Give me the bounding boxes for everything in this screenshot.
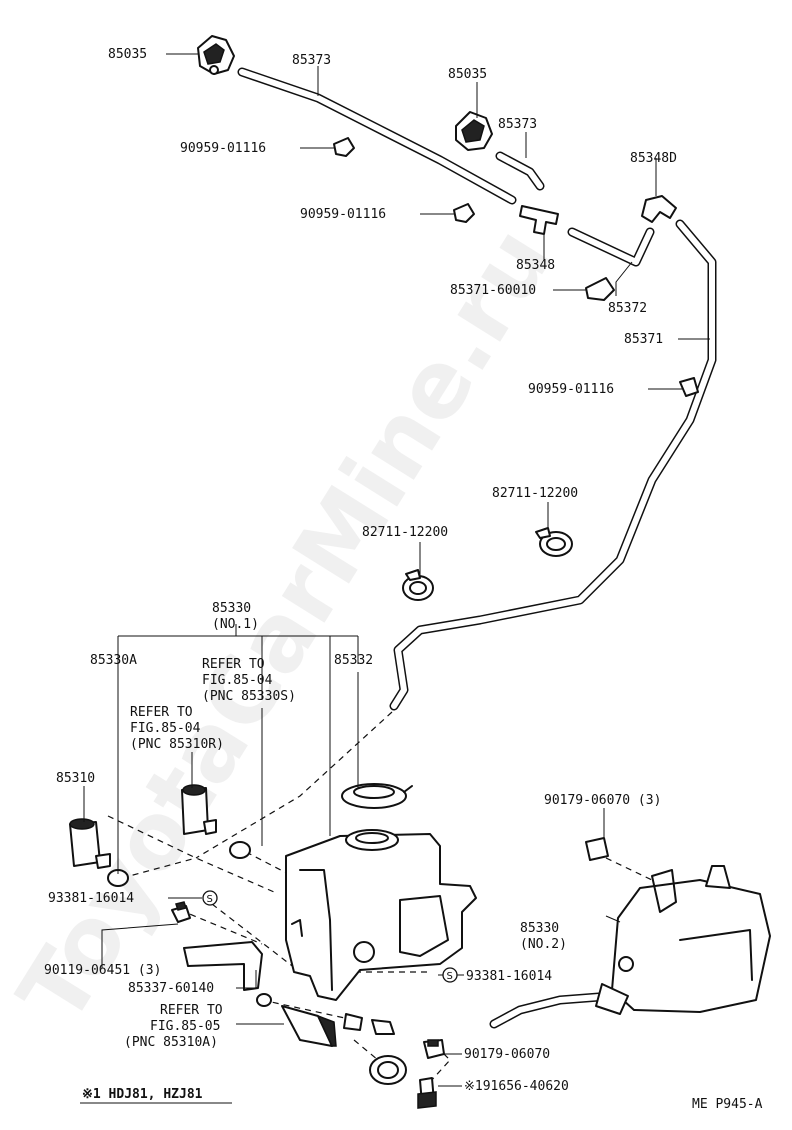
label-90179-a: 90179-06070 (3)	[544, 793, 661, 808]
label-85372: 85372	[608, 301, 647, 316]
pump-85310a	[256, 993, 337, 1047]
s-marker-b-text: S	[447, 971, 453, 982]
label-85373-short: 85373	[498, 117, 537, 132]
label-82711-lower: 82711-12200	[362, 525, 448, 540]
label-refer-85310a-3: (PNC 85310A)	[124, 1035, 218, 1050]
pump-85310r	[181, 784, 217, 835]
tank-85330-no1	[285, 829, 477, 1001]
leader-lines	[83, 53, 710, 1087]
label-85371: 85371	[624, 332, 663, 347]
label-90959-a: 90959-01116	[180, 141, 266, 156]
clip-90959-c	[679, 377, 699, 397]
label-85348d: 85348D	[630, 151, 677, 166]
label-refer-85310a-2: FIG.85-05	[150, 1019, 220, 1034]
label-85348: 85348	[516, 258, 555, 273]
label-91656: ※191656-40620	[464, 1079, 569, 1094]
label-refer-85310r-3: (PNC 85310R)	[130, 737, 224, 752]
nozzle-85035-left	[197, 35, 235, 75]
label-85332: 85332	[334, 653, 373, 668]
footnote-applicability: ※1 HDJ81, HZJ81	[82, 1087, 203, 1102]
s-marker-a-text: S	[207, 894, 213, 905]
label-85337: 85337-60140	[128, 981, 214, 996]
label-85373-long: 85373	[292, 53, 331, 68]
label-refer-85310a-1: REFER TO	[160, 1003, 223, 1018]
label-90119: 90119-06451 (3)	[44, 963, 161, 978]
clamp-ring-bottom	[369, 1055, 407, 1085]
label-85330-no2-sub: (NO.2)	[520, 937, 567, 952]
hose-85373-short	[495, 151, 545, 191]
grommet-90179-a	[585, 837, 609, 861]
clamp-82711-lower	[402, 569, 434, 601]
grommet-85330s	[229, 841, 251, 859]
clip-90959-a	[333, 137, 355, 157]
hose-clip-small	[343, 1013, 395, 1035]
label-90959-c: 90959-01116	[528, 382, 614, 397]
bolt-90119	[171, 901, 191, 923]
label-85330-no1: 85330	[212, 601, 251, 616]
nozzle-85035-right	[455, 111, 493, 151]
hose-elbow-no2	[489, 983, 629, 1029]
label-refer-85310r-2: FIG.85-04	[130, 721, 201, 736]
clip-90959-b	[453, 203, 475, 223]
label-93381-a: 93381-16014	[48, 891, 134, 906]
label-refer-85330s-3: (PNC 85330S)	[202, 689, 296, 704]
grommet-90179-b	[423, 1039, 445, 1059]
label-90179-b: 90179-06070	[464, 1047, 550, 1062]
cap-85332	[341, 783, 413, 809]
label-refer-85310r-1: REFER TO	[130, 705, 193, 720]
tank-85330-no2	[611, 865, 771, 1013]
label-85330a: 85330A	[90, 653, 137, 668]
s-marker-b: S	[442, 967, 458, 983]
joint-85348	[519, 205, 559, 235]
label-85035-right: 85035	[448, 67, 487, 82]
clamp-82711-upper	[535, 527, 573, 557]
label-85330-no2: 85330	[520, 921, 559, 936]
hose-85373-long	[237, 67, 517, 205]
bolt-91656	[417, 1077, 437, 1109]
hose-85372	[567, 227, 655, 267]
clip-85371-60010	[585, 277, 615, 301]
label-93381-b: 93381-16014	[466, 969, 552, 984]
bracket-85337-60140	[183, 941, 263, 991]
label-refer-85330s-2: FIG.85-04	[202, 673, 273, 688]
label-82711-upper: 82711-12200	[492, 486, 578, 501]
dashed-assembly-lines	[107, 711, 653, 1083]
figure-code: ME P945-A	[692, 1097, 763, 1112]
s-marker-a: S	[202, 890, 218, 906]
label-85035-left: 85035	[108, 47, 147, 62]
label-85330-no1-sub: (NO.1)	[212, 617, 259, 632]
label-85371-60010: 85371-60010	[450, 283, 536, 298]
label-refer-85330s-1: REFER TO	[202, 657, 265, 672]
hose-85371-main	[389, 219, 717, 711]
label-90959-b: 90959-01116	[300, 207, 386, 222]
label-85310: 85310	[56, 771, 95, 786]
pump-85310	[69, 818, 111, 869]
elbow-85348d	[641, 195, 677, 223]
